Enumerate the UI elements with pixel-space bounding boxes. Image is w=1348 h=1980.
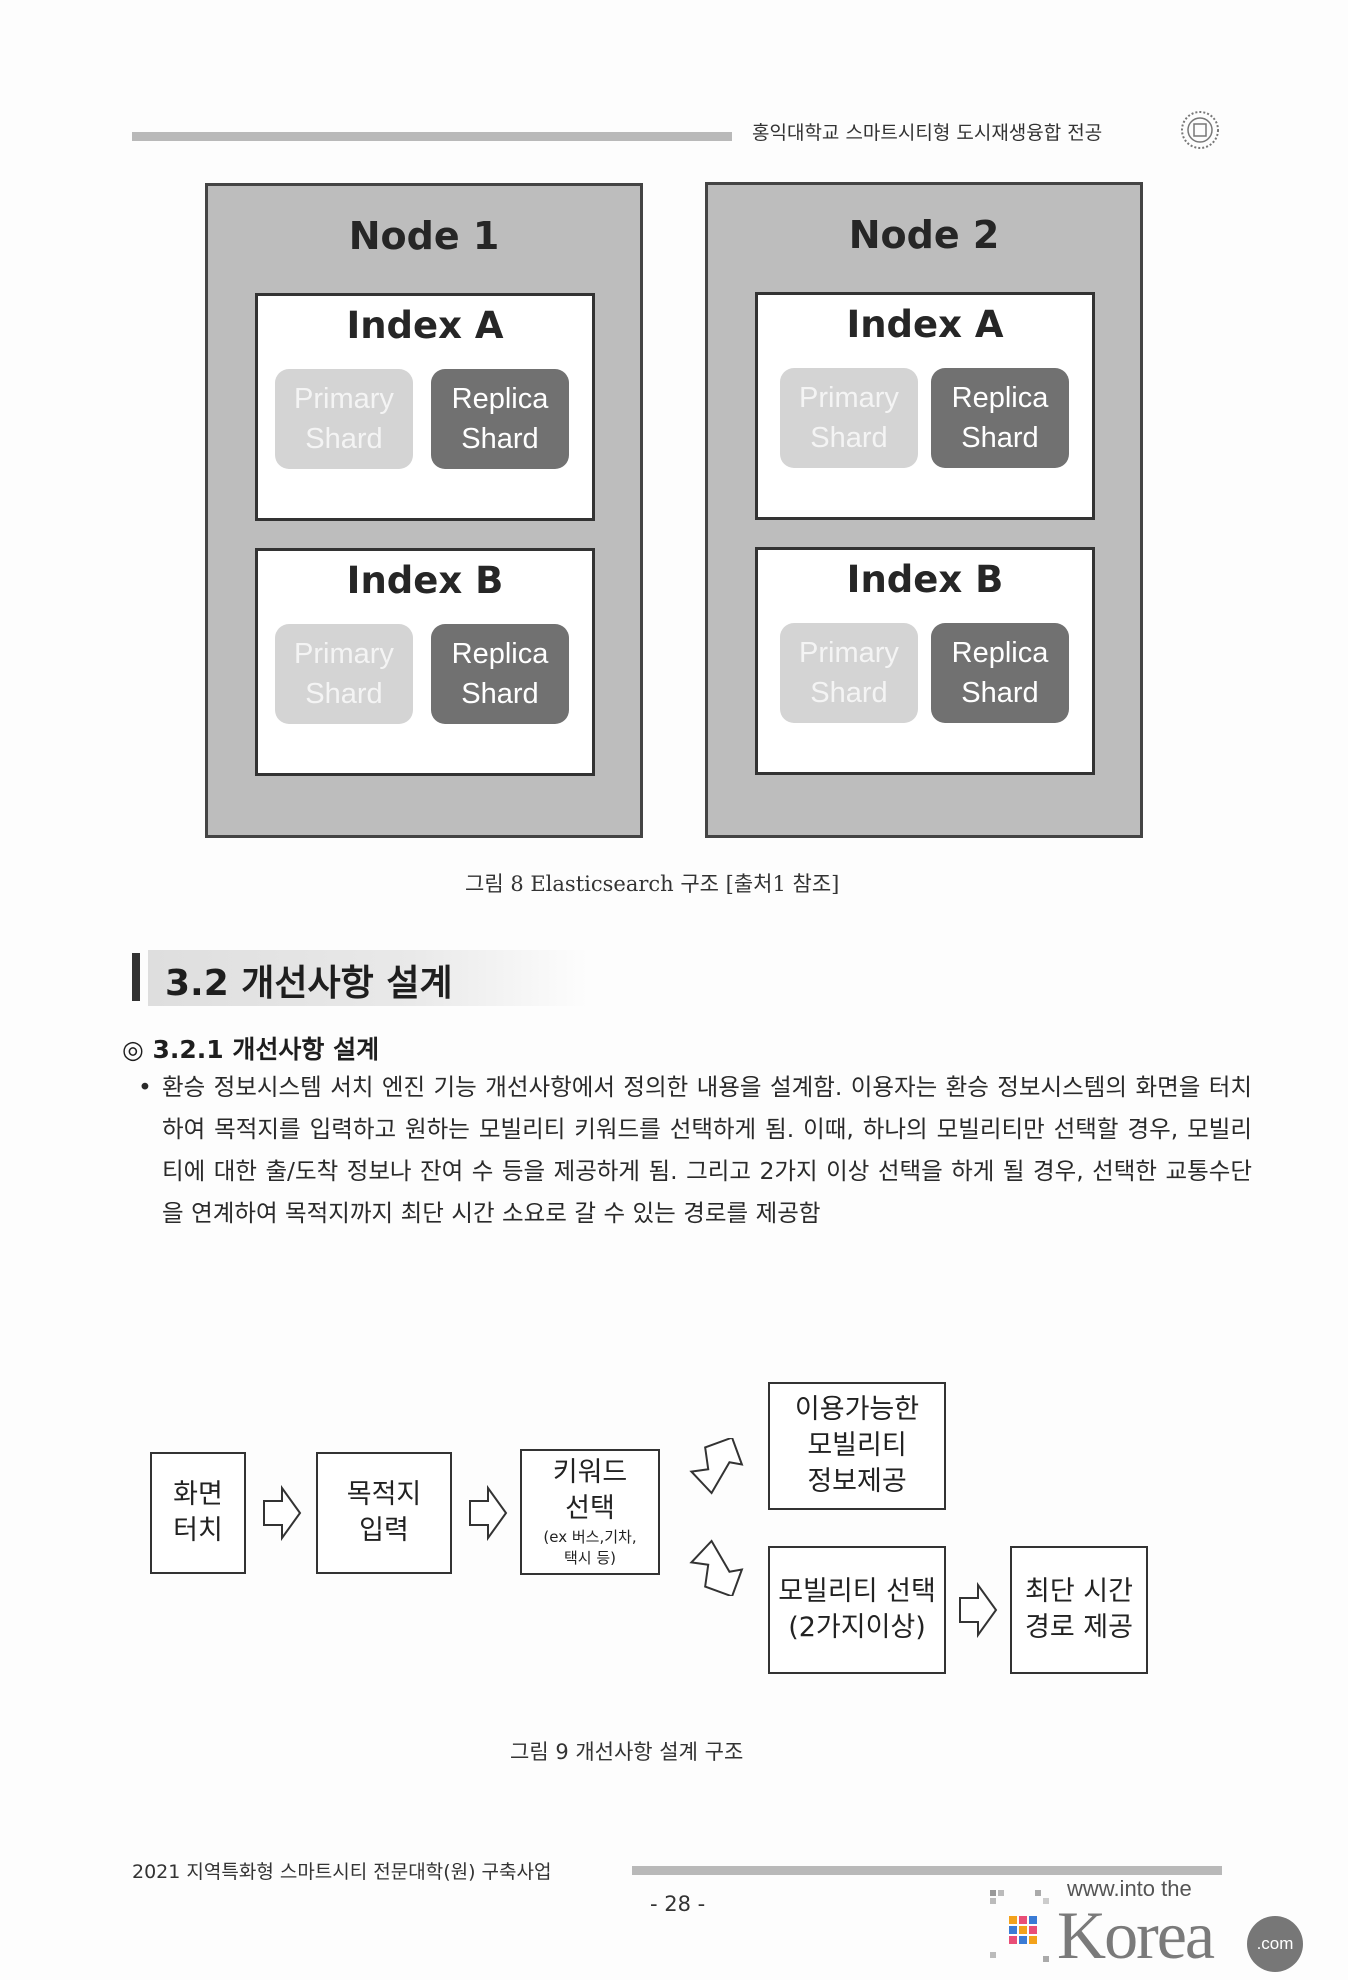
paragraph-text: 환승 정보시스템 서치 엔진 기능 개선사항에서 정의한 내용을 설계함. 이용… bbox=[162, 1073, 1252, 1227]
subsection-title: ◎ 3.2.1 개선사항 설계 bbox=[122, 1035, 380, 1064]
logo-com-badge: .com bbox=[1247, 1916, 1303, 1972]
logo-url-text: www.into the bbox=[1067, 1876, 1192, 1901]
arrow-up-right-icon bbox=[689, 1438, 744, 1495]
node-title: Node 2 bbox=[848, 213, 1000, 257]
watermark-logo: www.into the Korea .com bbox=[985, 1876, 1315, 1976]
bullet: • bbox=[138, 1073, 152, 1101]
section-title-bar bbox=[132, 953, 140, 1001]
arrow-right-icon bbox=[263, 1485, 302, 1541]
body-paragraph: • 환승 정보시스템 서치 엔진 기능 개선사항에서 정의한 내용을 설계함. … bbox=[132, 1066, 1252, 1234]
figure8-caption: 그림 8 Elasticsearch 구조 [출처1 참조] bbox=[465, 872, 840, 896]
arrow-right-icon bbox=[469, 1485, 508, 1541]
header-rule bbox=[132, 132, 732, 141]
footer-project: 2021 지역특화형 스마트시티 전문대학(원) 구축사업 bbox=[132, 1861, 552, 1883]
page-number: - 28 - bbox=[650, 1892, 706, 1916]
mobility-multi-select-box: 모빌리티 선택(2가지이상) bbox=[768, 1546, 946, 1674]
logo-korea-text: Korea bbox=[1057, 1897, 1215, 1973]
arrow-down-right-icon bbox=[689, 1539, 744, 1596]
arrow-right-icon bbox=[959, 1582, 998, 1638]
footer-rule bbox=[632, 1866, 1222, 1875]
index-title: Index A bbox=[846, 303, 1004, 346]
section-title-background bbox=[148, 950, 588, 1006]
node-title: Node 1 bbox=[348, 214, 500, 258]
section-title: 3.2 개선사항 설계 bbox=[165, 963, 453, 1004]
figure9-caption: 그림 9 개선사항 설계 구조 bbox=[510, 1740, 744, 1764]
header-org-title: 홍익대학교 스마트시티형 도시재생융합 전공 bbox=[752, 122, 1103, 144]
pixel-grid-icon bbox=[990, 1890, 1049, 1962]
index-title: Index B bbox=[846, 558, 1004, 601]
index-title: Index B bbox=[346, 559, 504, 602]
university-seal-icon bbox=[1181, 111, 1219, 149]
index-title: Index A bbox=[346, 304, 504, 347]
